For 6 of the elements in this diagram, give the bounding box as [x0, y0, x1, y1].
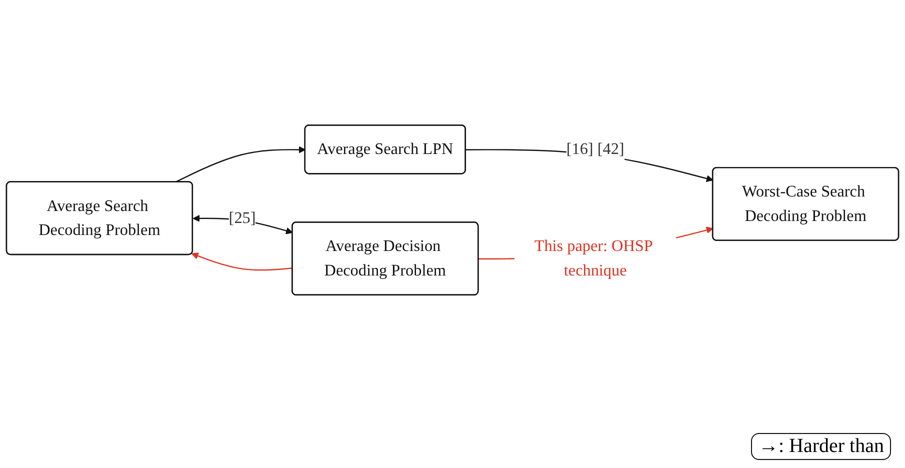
edge-label: This paper: OHSP technique — [534, 237, 652, 280]
edge-label: [25] — [228, 209, 256, 227]
arrow — [191, 252, 293, 271]
edge-label: [16] [42] — [566, 140, 624, 158]
legend-entry: →: Harder than — [751, 433, 891, 460]
arrow — [175, 146, 306, 183]
